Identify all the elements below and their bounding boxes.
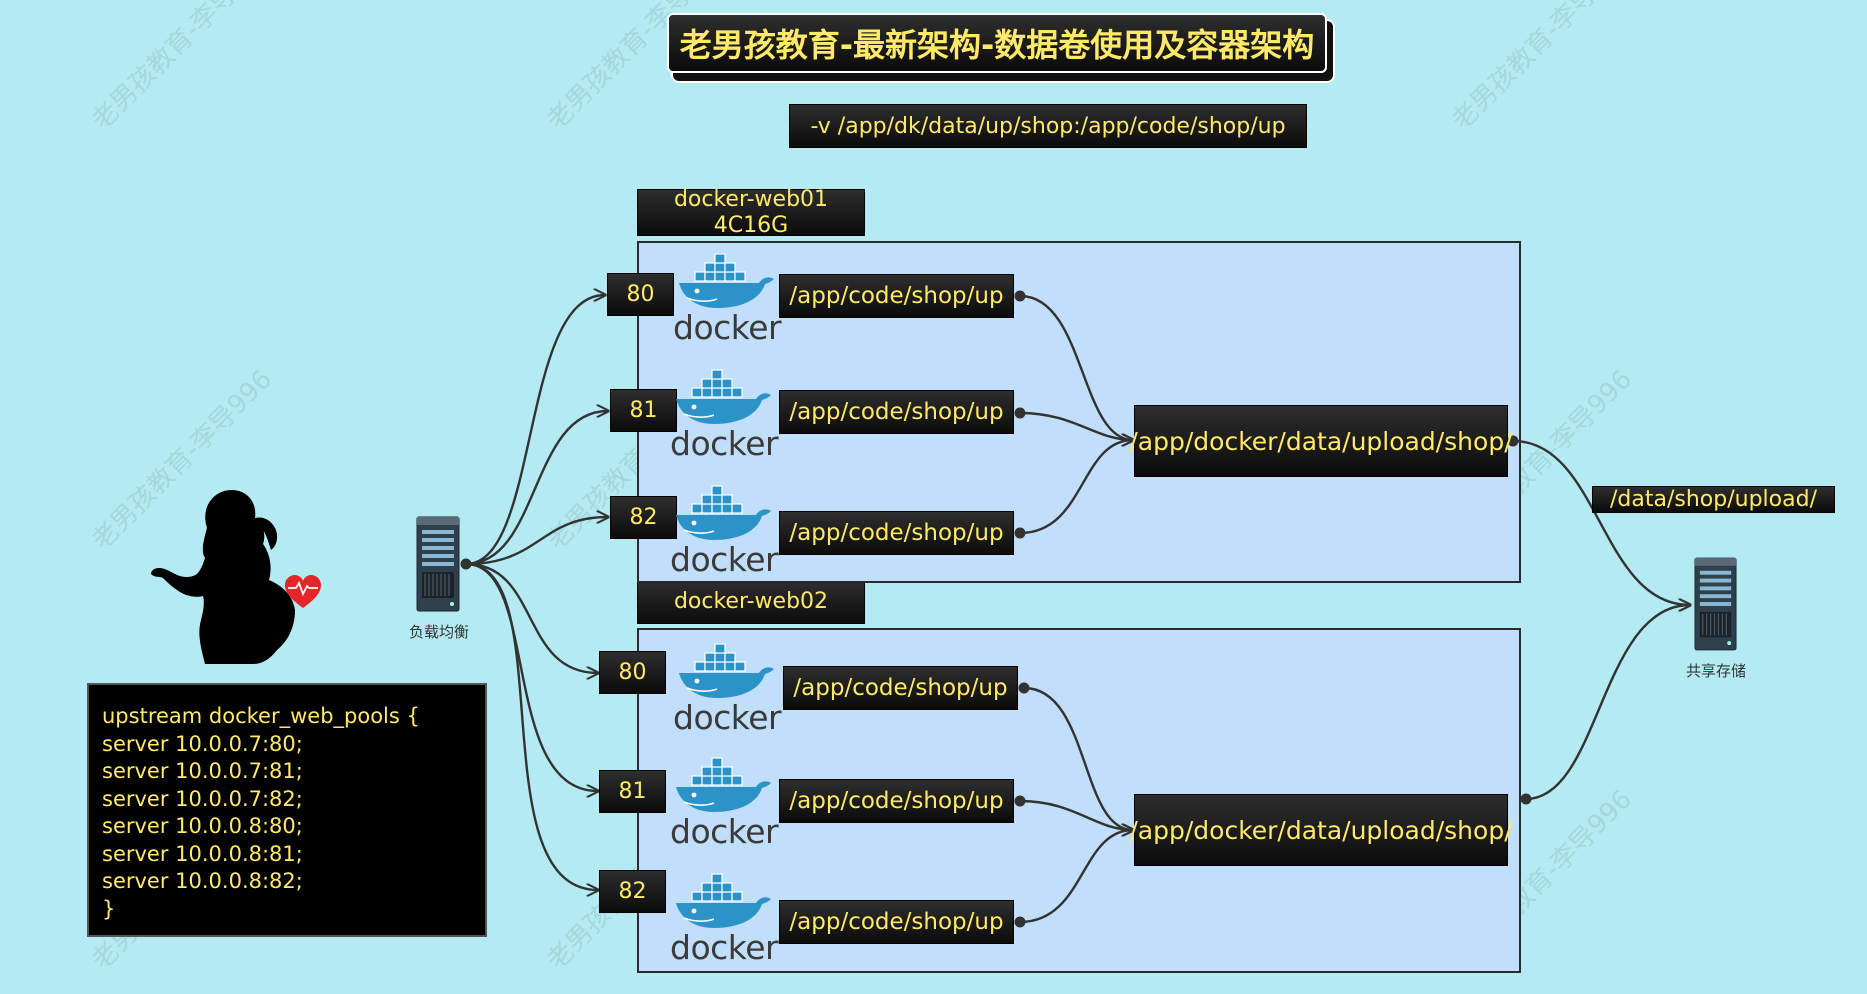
host-name: docker-web02 (673, 589, 829, 614)
nginx-upstream-config: upstream docker_web_pools { server 10.0.… (87, 683, 487, 937)
host-label-web02: docker-web02 (637, 580, 865, 624)
config-line: server 10.0.0.7:81; (102, 759, 303, 783)
page-title: 老男孩教育-最新架构-数据卷使用及容器架构 (667, 13, 1327, 73)
docker-wordmark: docker (670, 424, 779, 463)
volume-mount-command: -v /app/dk/data/up/shop:/app/code/shop/u… (789, 104, 1307, 148)
port-label-web01-81: 81 (610, 389, 677, 432)
host-spec: 4C16G (713, 212, 789, 238)
config-line: upstream docker_web_pools { (102, 704, 420, 728)
container-path-web01-81: /app/code/shop/up (779, 390, 1014, 434)
heart-icon (285, 575, 321, 608)
host-shared-dir-web01: /app/docker/data/upload/shop/ (1129, 405, 1513, 477)
port-label-web02-81: 81 (599, 770, 666, 813)
config-line: server 10.0.0.8:80; (102, 814, 303, 838)
storage-label: 共享存储 (1685, 662, 1746, 680)
container-path-web01-82: /app/code/shop/up (779, 511, 1014, 555)
docker-whale-icon (676, 757, 771, 812)
docker-logo: docker (673, 636, 782, 737)
container-path-web01-80: /app/code/shop/up (779, 274, 1014, 318)
port-label-web01-82: 82 (610, 496, 677, 539)
shared-storage-server (1694, 556, 1737, 652)
docker-logo: docker (673, 246, 782, 347)
config-line: } (102, 896, 116, 921)
docker-logo: docker (670, 866, 779, 967)
docker-whale-icon (679, 643, 774, 698)
port-label-web02-82: 82 (599, 870, 666, 913)
server-icon (416, 516, 460, 612)
storage-path-label: /data/shop/upload/ (1592, 486, 1835, 513)
load-balancer-server (416, 516, 460, 612)
port-label-web02-80: 80 (599, 651, 666, 694)
container-path-web02-82: /app/code/shop/up (779, 900, 1014, 944)
docker-wordmark: docker (670, 540, 779, 579)
config-line: server 10.0.0.7:80; (102, 731, 303, 756)
woman-silhouette-icon (151, 489, 295, 664)
container-path-web02-80: /app/code/shop/up (783, 666, 1018, 710)
load-balancer-label: 负载均衡 (408, 623, 469, 641)
docker-wordmark: docker (670, 812, 779, 851)
docker-logo: docker (670, 750, 779, 851)
docker-wordmark: docker (673, 698, 782, 737)
config-line: server 10.0.0.8:81; (102, 841, 303, 866)
port-label-web01-80: 80 (607, 273, 674, 316)
host-name: docker-web01 (673, 186, 829, 212)
host-shared-dir-web02: /app/docker/data/upload/shop/ (1129, 794, 1513, 866)
docker-whale-icon (679, 253, 774, 308)
docker-whale-icon (676, 485, 771, 540)
docker-whale-icon (676, 873, 771, 928)
config-line: server 10.0.0.7:82; (102, 786, 303, 811)
server-icon (1694, 557, 1737, 651)
docker-whale-icon (676, 369, 771, 424)
docker-logo: docker (670, 362, 779, 463)
container-path-web02-81: /app/code/shop/up (779, 779, 1014, 823)
docker-wordmark: docker (673, 308, 782, 347)
config-line: server 10.0.0.8:82; (102, 869, 303, 893)
docker-wordmark: docker (670, 928, 779, 967)
host-label-web01: docker-web01 4C16G (637, 186, 865, 238)
docker-logo: docker (670, 478, 779, 579)
